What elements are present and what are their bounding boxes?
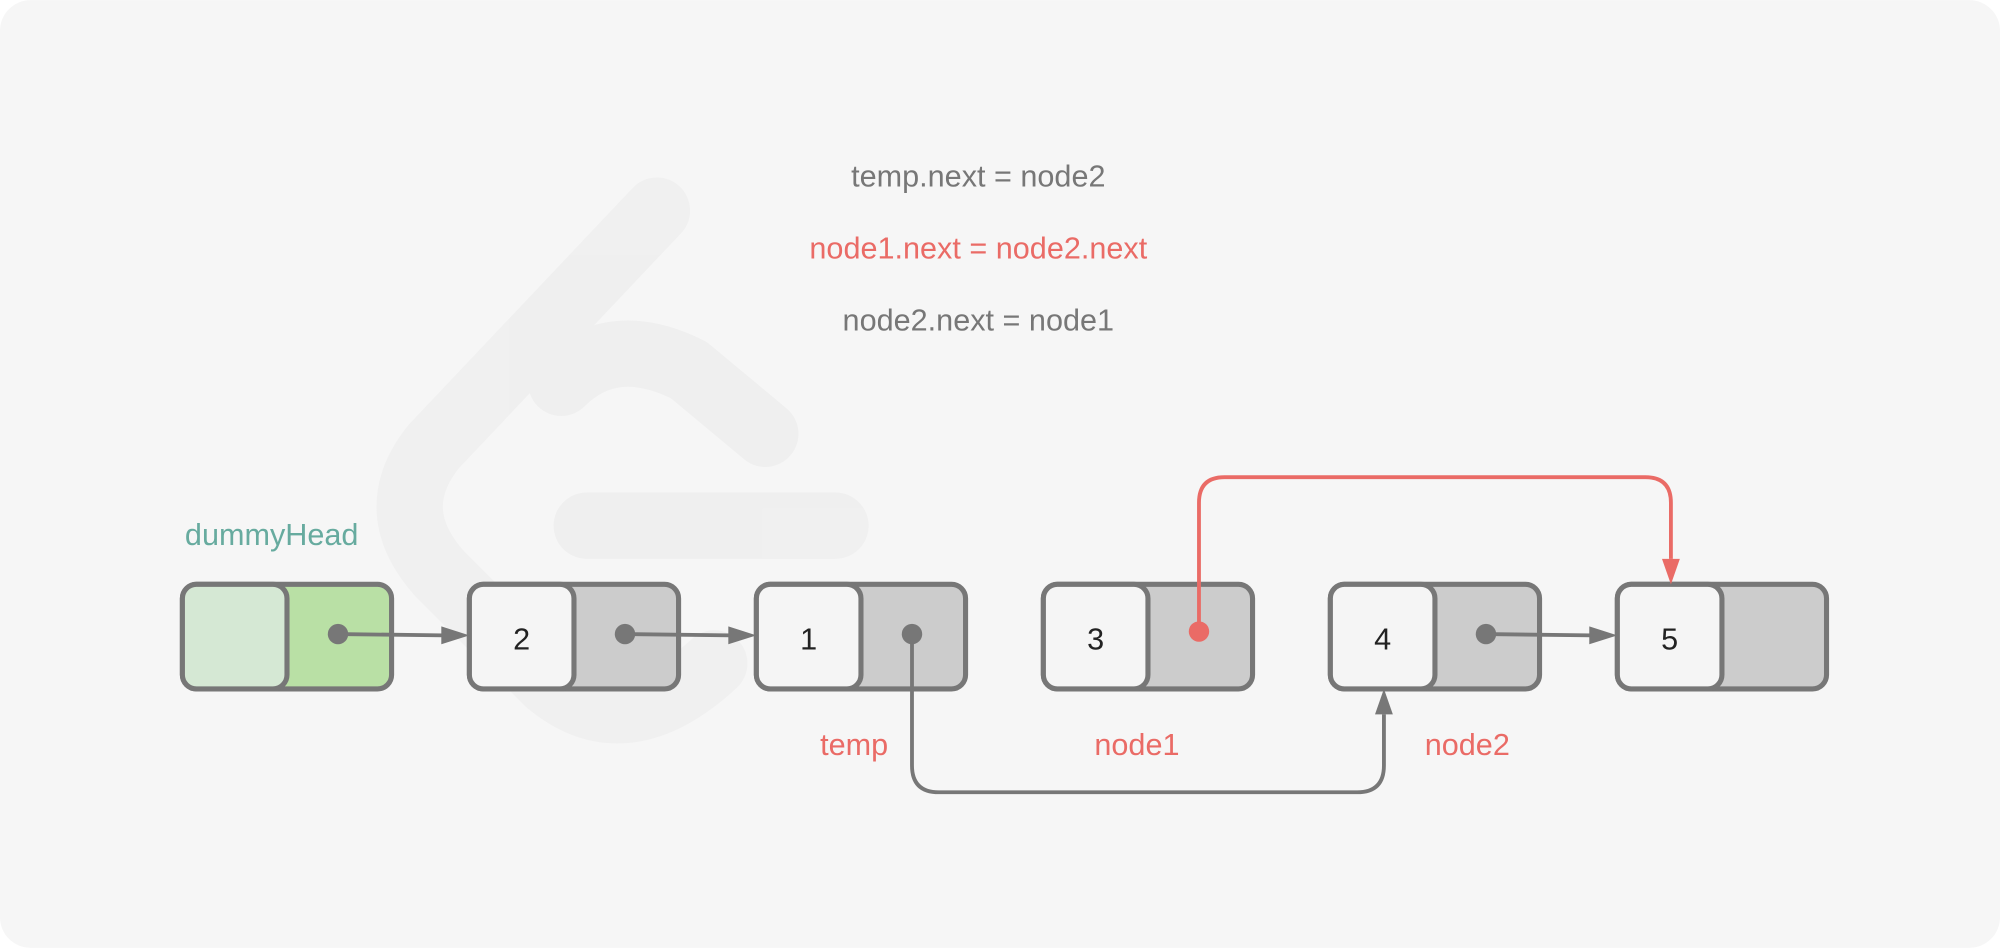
- arrowhead-icon: [1661, 558, 1680, 585]
- node-value-field: [753, 581, 864, 692]
- list-node: [179, 581, 395, 692]
- code-line: node2.next = node1: [843, 304, 1114, 338]
- node1-label: node1: [1094, 728, 1179, 762]
- node-value-field: [1040, 581, 1151, 692]
- temp-label: temp: [820, 728, 888, 762]
- pointer-dot: [1188, 621, 1210, 642]
- pointer-dot: [614, 623, 636, 645]
- pointer-dot: [327, 623, 349, 645]
- node-list: 2 1 3 4 5: [179, 581, 1830, 692]
- node-value: 5: [1661, 622, 1678, 656]
- list-node: 5: [1614, 581, 1830, 692]
- next-pointer: [337, 632, 444, 638]
- node-value-field: [179, 581, 290, 692]
- node-value-field: [1614, 581, 1725, 692]
- code-line: temp.next = node2: [851, 159, 1105, 193]
- arrowhead-icon: [728, 626, 757, 645]
- node1-next-pointer: [1197, 475, 1673, 632]
- node-value-field: [1327, 581, 1438, 692]
- pointer-dot: [1475, 623, 1497, 645]
- next-pointer: [624, 632, 731, 638]
- arrowhead-icon: [1375, 688, 1393, 715]
- dummy-head-label: dummyHead: [185, 518, 359, 552]
- arrowhead-icon: [441, 626, 470, 645]
- pointer-links: [327, 475, 1680, 795]
- list-node: 3: [1040, 581, 1256, 692]
- list-node: 4: [1327, 581, 1543, 692]
- list-node: 2: [466, 581, 682, 692]
- code-line: node1.next = node2.next: [809, 231, 1147, 265]
- code-lines: temp.next = node2 node1.next = node2.next…: [809, 159, 1147, 337]
- next-pointer: [1485, 632, 1592, 638]
- node-value: 4: [1374, 622, 1391, 656]
- arrowhead-icon: [1589, 626, 1618, 645]
- node-value: 3: [1087, 622, 1104, 656]
- pointer-dot: [901, 623, 923, 645]
- node-value: 1: [800, 622, 817, 656]
- list-node: 1: [753, 581, 969, 692]
- node2-label: node2: [1425, 728, 1510, 762]
- node-value-field: [466, 581, 577, 692]
- temp-next-pointer: [910, 634, 1386, 795]
- node-value: 2: [513, 622, 530, 656]
